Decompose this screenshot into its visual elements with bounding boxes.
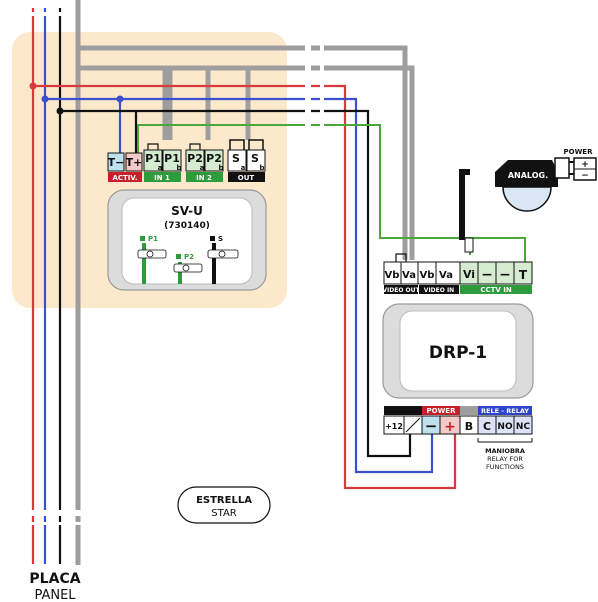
terminal-p1b [162, 149, 182, 172]
drp-minus2-label: − [499, 267, 511, 283]
blue-junction-2 [116, 95, 124, 103]
terminal-t-minus-label: T− [108, 156, 125, 169]
terminal-p1a-label: P1 [145, 152, 161, 165]
panel-line2: PANEL [34, 588, 76, 602]
drp-plus12-label: +12 [385, 422, 403, 431]
star-label: ESTRELLA STAR [177, 486, 271, 524]
drp-b-label: B [465, 420, 473, 433]
terminal-sa-sub: a [241, 164, 246, 172]
star-line2: STAR [211, 508, 237, 519]
terminal-p1b-label: P1 [164, 152, 180, 165]
black-junction [56, 107, 64, 115]
drp-nc-label: NC [516, 422, 531, 432]
terminal-sa-label: S [232, 152, 240, 165]
drp-video-in-label: VIDEO IN [424, 287, 454, 294]
power-plug [554, 157, 570, 179]
terminal-p1a-sub: a [158, 164, 163, 172]
terminal-sb-label: S [251, 152, 259, 165]
group-in1-label: IN 1 [154, 174, 170, 182]
switch-s-label: S [218, 235, 223, 243]
drp-maniobra-label: MANIOBRA [485, 447, 525, 455]
switch-p1-indicator [140, 236, 145, 241]
analog-camera: ANALOG. + − POWER [459, 148, 597, 253]
terminal-sb [246, 149, 266, 172]
gray-to-drp-va [330, 65, 415, 260]
star-line1: ESTRELLA [196, 495, 252, 506]
drp-title: DRP-1 [429, 343, 487, 363]
drp-t-label: T [519, 268, 528, 282]
gray-p2-loop [205, 65, 251, 140]
terminal-p2a-sub: a [200, 164, 205, 172]
switch-p1-label: P1 [148, 235, 158, 243]
drp-va1-label: Va [402, 270, 416, 281]
drp-video-out-label: VIDEO OUT [382, 287, 420, 294]
red-to-power-plus [33, 84, 457, 490]
terminal-p2a-label: P2 [187, 152, 203, 165]
drp-vb1-label: Vb [385, 270, 400, 281]
terminal-t-plus-label: T+ [126, 156, 143, 169]
drp-top-terminals: Vb Va Vb Va Vi − − T VIDEO OUT VIDEO IN … [382, 253, 533, 294]
switch-p2-label: P2 [184, 253, 194, 261]
drp-power-minus-label: − [425, 417, 438, 435]
drp-c-label: C [483, 420, 491, 433]
drp-relay-for-label: RELAY FOR [487, 455, 523, 463]
drp-minus1-label: − [481, 267, 493, 283]
power-plus-label: + [581, 160, 589, 170]
drp-va2-label: Va [439, 270, 453, 281]
switch-s [207, 249, 239, 259]
switch-p2-indicator [176, 254, 181, 259]
blue-junction [41, 95, 49, 103]
power-supply-label: POWER [564, 148, 594, 156]
wires [28, 0, 526, 565]
black-to-plus12 [60, 109, 412, 458]
terminal-p2a [185, 149, 205, 172]
svu-module: SV-U (730140) P1 P2 S [107, 189, 267, 291]
drp-vi-label: Vi [463, 268, 475, 281]
drp-module: DRP-1 [382, 303, 534, 399]
terminal-p1b-sub: b [176, 164, 181, 172]
group-in1 [144, 172, 181, 182]
terminal-sb-sub: b [259, 164, 264, 172]
terminal-p2b-sub: b [218, 164, 223, 172]
power-minus-label: − [581, 171, 589, 181]
group-activ-label: ACTIV. [112, 174, 137, 182]
gray-p1b-loop [167, 65, 330, 140]
camera-label: ANALOG. [508, 171, 548, 180]
switch-s-indicator [210, 236, 215, 241]
drp-cctv-in-label: CCTV IN [480, 286, 512, 294]
group-activ [108, 172, 142, 182]
blue-to-power-minus [45, 97, 434, 474]
terminal-p1a [143, 149, 163, 172]
gray-to-drp-vb [78, 45, 408, 260]
group-in2 [186, 172, 223, 182]
panel-line1: PLACA [29, 571, 80, 587]
terminal-p2b-label: P2 [206, 152, 222, 165]
gray-to-p1a [78, 65, 168, 140]
drp-functions-label: FUNCTIONS [486, 463, 524, 471]
drp-power-plus-label: + [444, 419, 456, 435]
group-out-label: OUT [238, 174, 255, 182]
green-to-drp-t [137, 124, 526, 262]
drp-bottom-terminals: POWER RELE - RELAY +12 − + B C NO NC MAN… [383, 406, 533, 471]
drp-power-group-label: POWER [427, 407, 457, 415]
svu-title: SV-U [171, 204, 203, 218]
drp-relay-group-label: RELE - RELAY [481, 407, 529, 415]
svu-terminal-strip: T− T+ P1 a P1 b P2 a P2 b S a S b ACTIV.… [107, 139, 266, 182]
red-junction [29, 82, 37, 90]
wire-junctions [29, 82, 124, 115]
switch-p2 [173, 263, 203, 273]
terminal-t-plus [125, 152, 143, 172]
terminal-sa [227, 149, 247, 172]
terminal-t-minus [107, 152, 125, 172]
panel-label: PLACA PANEL [29, 571, 80, 602]
group-in2-label: IN 2 [196, 174, 212, 182]
terminal-p2b [204, 149, 224, 172]
drp-vb2-label: Vb [420, 270, 435, 281]
drp-no-label: NO [497, 422, 513, 432]
switch-p1 [137, 249, 167, 259]
svu-code: (730140) [164, 221, 210, 231]
group-out [228, 172, 265, 182]
